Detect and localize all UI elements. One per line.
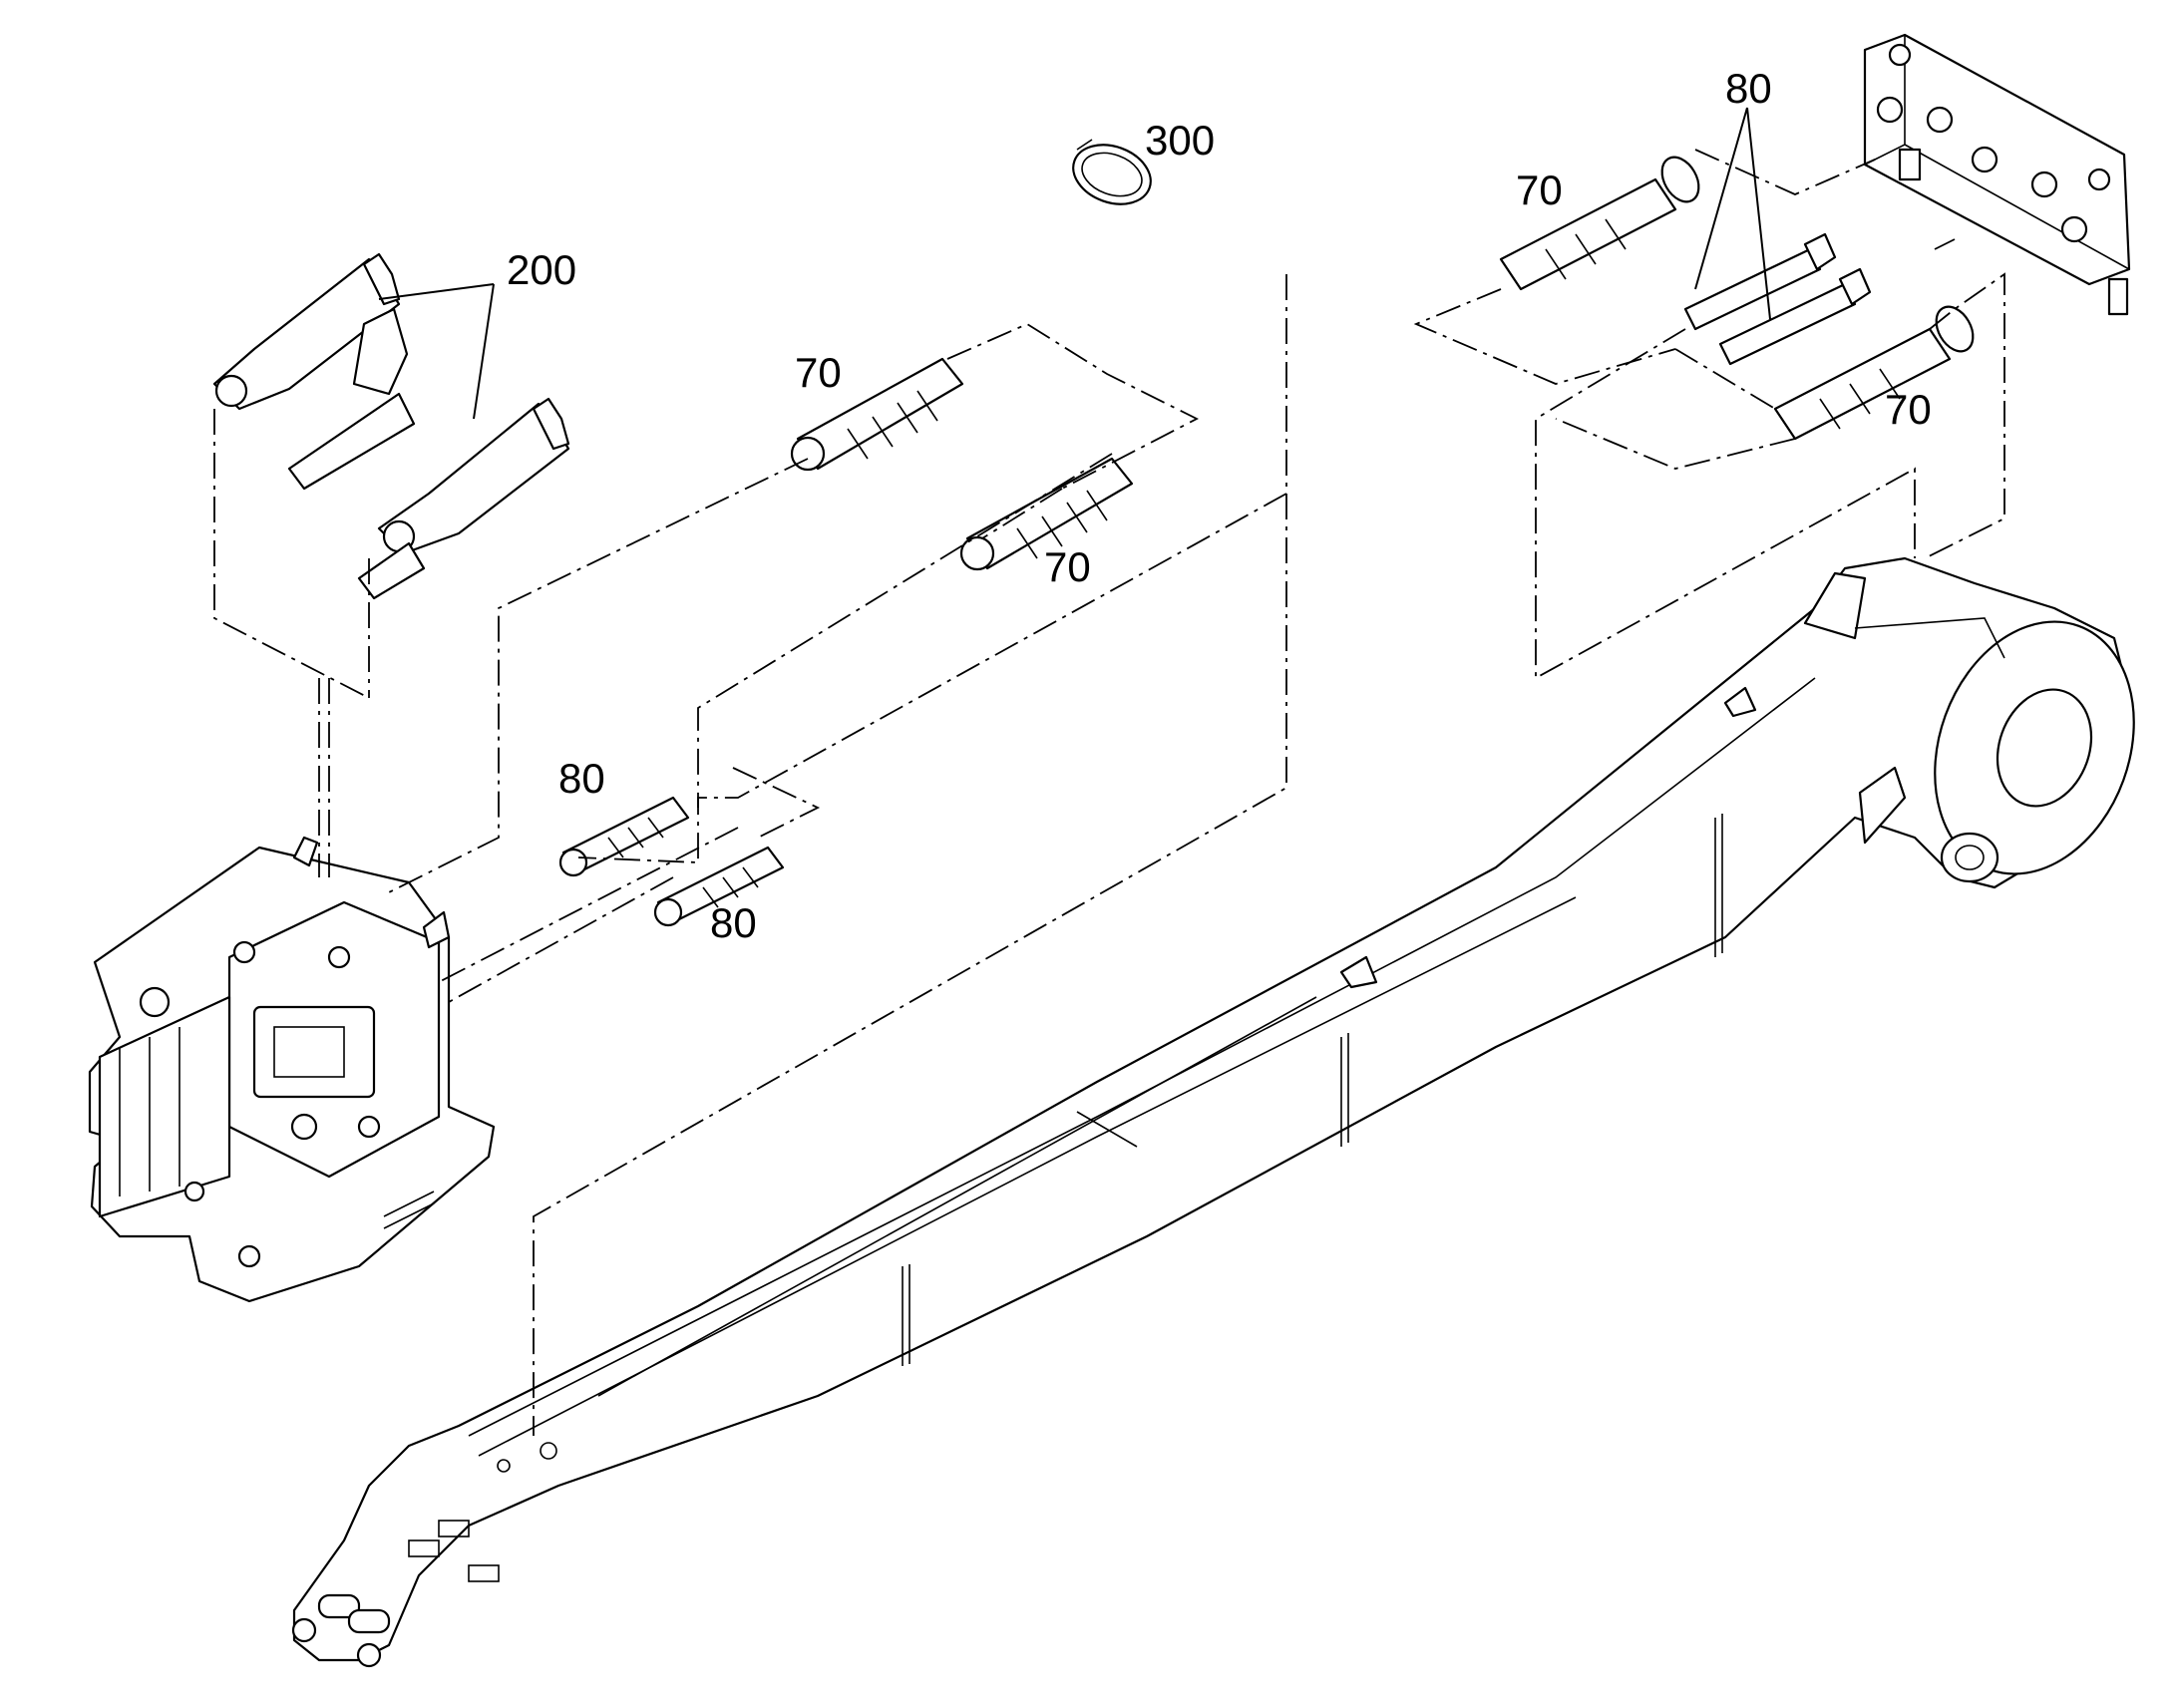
callout-80-fitting-upper: 80	[558, 755, 605, 802]
fitting-part-upper	[558, 796, 690, 877]
assembly-lines	[213, 149, 2005, 1436]
hose-part-right-upper	[1499, 156, 1700, 291]
callout-200: 200	[507, 246, 576, 293]
callout-70-right-upper: 70	[1516, 167, 1563, 213]
callout-80-right: 80	[1725, 65, 1772, 112]
top-right-manifold-block	[1863, 33, 2131, 316]
hose-part-right-lower	[1773, 305, 1975, 441]
adapter-fittings-part	[212, 252, 570, 600]
boom-arm	[291, 556, 2135, 1668]
hose-part-lower	[959, 457, 1134, 571]
callout-80-fitting-lower: 80	[710, 899, 757, 946]
callout-300: 300	[1145, 117, 1215, 164]
fitting-part-lower	[653, 846, 785, 927]
fitting-part-right	[1683, 232, 1872, 366]
callout-70-hose-upper: 70	[795, 349, 842, 396]
callout-leaders	[378, 107, 1771, 420]
clamp-ring-part	[1072, 139, 1152, 205]
callout-70-right-lower: 70	[1885, 386, 1932, 433]
valve-block-assembly	[88, 836, 496, 1303]
hose-part-upper	[790, 357, 964, 472]
callout-70-hose-lower: 70	[1044, 543, 1091, 590]
